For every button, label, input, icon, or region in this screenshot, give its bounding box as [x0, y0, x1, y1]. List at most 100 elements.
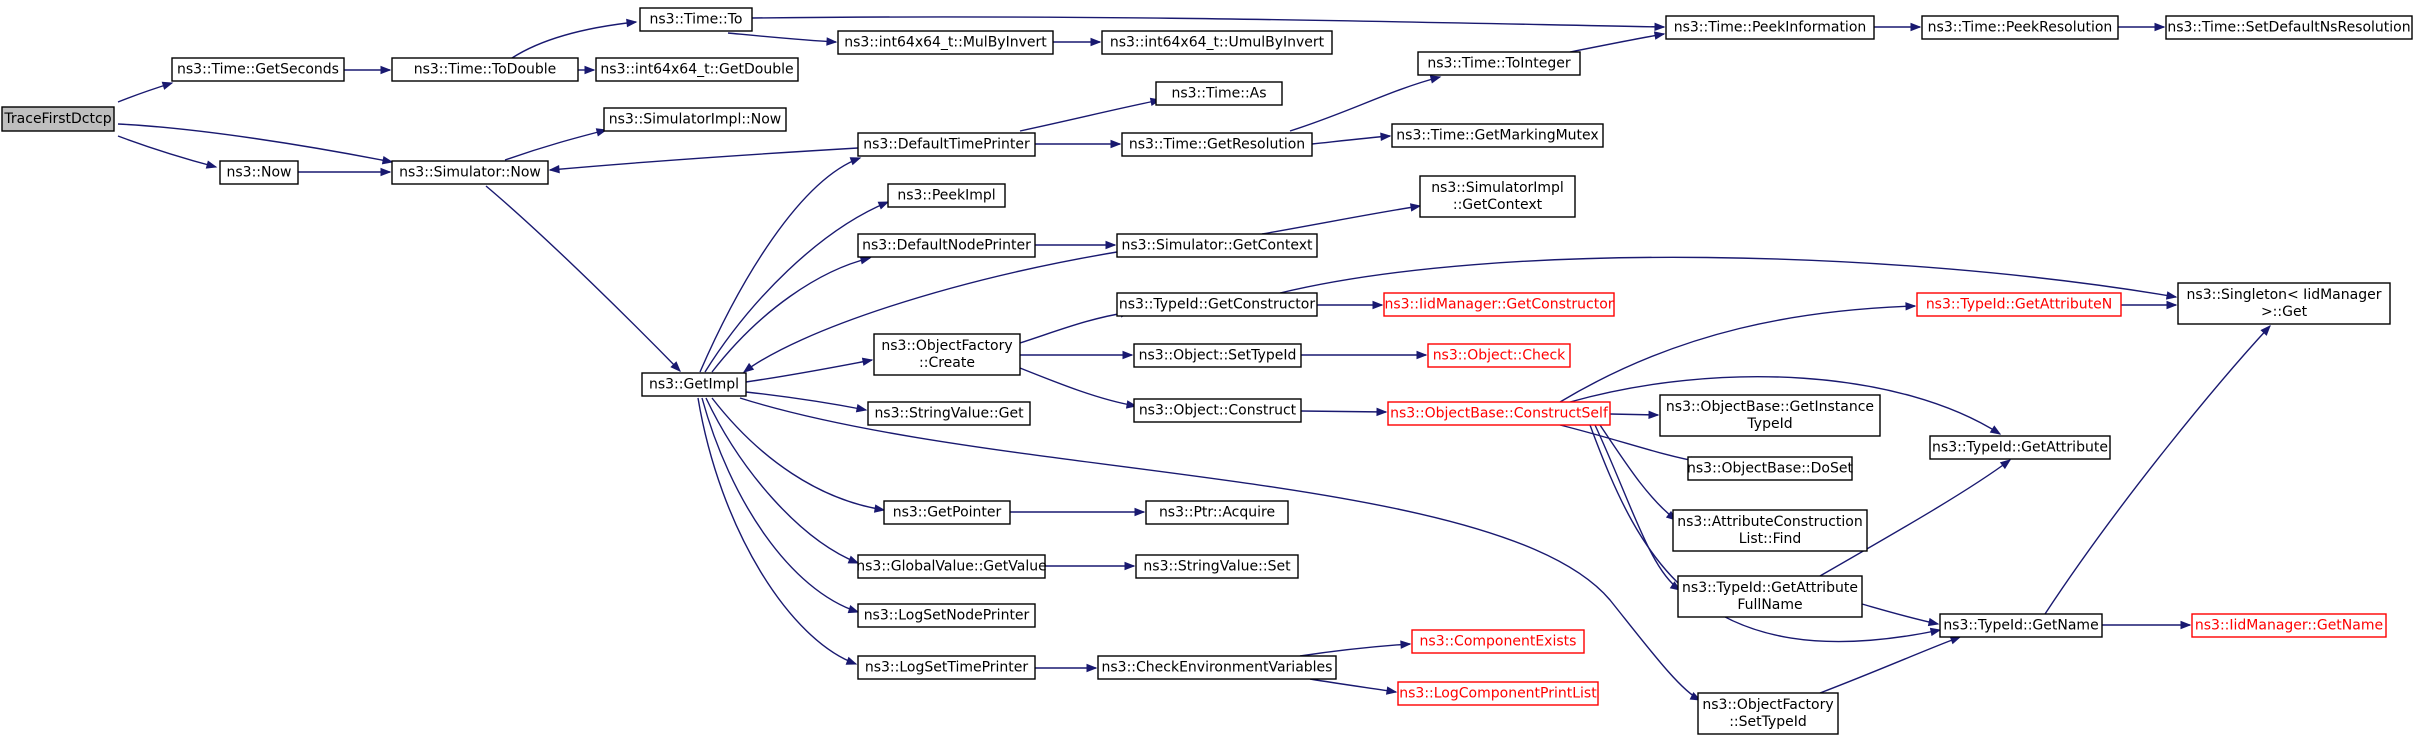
node-box: [873, 333, 1021, 376]
edge-typeidgetconstructor-to-singletonget: [1279, 256, 2178, 300]
node-label: ns3::TypeId::GetAttribute: [1932, 440, 2108, 456]
node-defaulttimeprinter[interactable]: ns3::DefaultTimePrinter: [857, 132, 1036, 157]
edge-getimpl-to-logsettimeprinter: [697, 397, 858, 665]
edge-getresolution-to-getmarkingmutex: [1311, 132, 1392, 145]
edge-getimpl-to-logsetnodeprinter: [701, 397, 860, 614]
node-label: ns3::Time::GetResolution: [1129, 137, 1305, 153]
node-tfd[interactable]: TraceFirstDctcp: [1, 106, 115, 132]
node-typeidgetconstructor[interactable]: ns3::TypeId::GetConstructor: [1116, 292, 1318, 317]
node-simimplgetcontext[interactable]: ns3::SimulatorImpl::GetContext: [1419, 175, 1576, 218]
edge-getpointer-to-ptracquire: [1010, 507, 1146, 517]
edge-line: [1019, 99, 1161, 132]
node-objconstruct[interactable]: ns3::Object::Construct: [1133, 398, 1302, 423]
node-objfactorysettypeid[interactable]: ns3::ObjectFactory::SetTypeId: [1697, 692, 1839, 735]
node-box: [1419, 175, 1576, 218]
node-label: ns3::ObjectBase::GetInstance: [1666, 399, 1874, 415]
edge-line: [1861, 603, 1939, 625]
edges-layer: [117, 16, 2271, 701]
node-box: [867, 401, 1031, 426]
edge-line: [697, 397, 857, 665]
edge-defaulttimeprinter-to-simnow: [548, 147, 859, 174]
node-box: [1116, 233, 1318, 258]
node-getattributen[interactable]: ns3::TypeId::GetAttributeN: [1916, 292, 2122, 317]
arrow-head: [1416, 350, 1428, 360]
node-box: [1101, 30, 1333, 55]
edge-line: [711, 397, 885, 511]
node-int64getdouble[interactable]: ns3::int64x64_t::GetDouble: [595, 57, 799, 82]
node-ptracquire[interactable]: ns3::Ptr::Acquire: [1145, 500, 1289, 525]
node-setdefaultnsres[interactable]: ns3::Time::SetDefaultNsResolution: [2165, 15, 2413, 40]
node-logsettimeprinter[interactable]: ns3::LogSetTimePrinter: [857, 655, 1036, 680]
edge-line: [1311, 135, 1391, 145]
node-checkenv[interactable]: ns3::CheckEnvironmentVariables: [1097, 655, 1337, 680]
node-simnow[interactable]: ns3::Simulator::Now: [391, 160, 549, 185]
node-peekimpl[interactable]: ns3::PeekImpl: [887, 183, 1006, 208]
edge-line: [117, 135, 217, 168]
edge-line: [1261, 205, 1421, 235]
node-iidgetname[interactable]: ns3::IidManager::GetName: [2191, 613, 2387, 638]
node-label: List::Find: [1739, 531, 1802, 547]
node-getmarkingmutex[interactable]: ns3::Time::GetMarkingMutex: [1391, 123, 1604, 148]
node-defaultnodeprinter[interactable]: ns3::DefaultNodePrinter: [857, 233, 1036, 258]
node-timeas[interactable]: ns3::Time::As: [1155, 81, 1283, 106]
node-typeidgetname[interactable]: ns3::TypeId::GetName: [1939, 613, 2103, 638]
node-now[interactable]: ns3::Now: [219, 160, 299, 185]
node-logcomponentprintlist[interactable]: ns3::LogComponentPrintList: [1397, 681, 1599, 706]
node-box: [1135, 554, 1299, 579]
node-label: ns3::int64x64_t::MulByInvert: [844, 35, 1047, 51]
node-getpointer[interactable]: ns3::GetPointer: [883, 500, 1011, 525]
node-objsettypeid[interactable]: ns3::Object::SetTypeId: [1133, 343, 1302, 368]
node-getimpl[interactable]: ns3::GetImpl: [641, 372, 747, 397]
node-getseconds[interactable]: ns3::Time::GetSeconds: [171, 57, 345, 82]
node-timetointeger[interactable]: ns3::Time::ToInteger: [1417, 51, 1581, 76]
node-getattribute[interactable]: ns3::TypeId::GetAttribute: [1929, 435, 2111, 460]
edge-line: [549, 147, 859, 171]
node-timeto[interactable]: ns3::Time::To: [639, 7, 753, 32]
node-box: [1133, 398, 1302, 423]
node-peekresolution[interactable]: ns3::Time::PeekResolution: [1921, 15, 2119, 40]
node-label: FullName: [1737, 597, 1802, 613]
edge-timeto-to-mulbyinvert: [727, 32, 838, 46]
node-label: ns3::TypeId::GetAttribute: [1682, 580, 1858, 596]
node-componentexists[interactable]: ns3::ComponentExists: [1411, 629, 1585, 654]
node-constructself[interactable]: ns3::ObjectBase::ConstructSelf: [1387, 401, 1611, 426]
node-simgetcontext[interactable]: ns3::Simulator::GetContext: [1116, 233, 1318, 258]
edge-constructself-to-getinstancetypeid: [1609, 410, 1660, 420]
arrow-head: [1429, 75, 1442, 84]
node-simimplnow[interactable]: ns3::SimulatorImpl::Now: [603, 107, 787, 132]
node-label: ns3::ObjectFactory: [881, 338, 1012, 354]
edge-getimpl-to-getpointer: [711, 397, 886, 513]
edge-peekinformation-to-peekresolution: [1874, 22, 1922, 32]
node-getresolution[interactable]: ns3::Time::GetResolution: [1121, 132, 1313, 157]
node-box: [1665, 15, 1875, 40]
edge-line: [1559, 305, 1916, 403]
node-umulbyinvert[interactable]: ns3::int64x64_t::UmulByInvert: [1101, 30, 1333, 55]
edge-now-to-simnow: [298, 167, 392, 177]
node-stringvalueset[interactable]: ns3::StringValue::Set: [1135, 554, 1299, 579]
node-stringvalueget[interactable]: ns3::StringValue::Get: [867, 401, 1031, 426]
node-peekinformation[interactable]: ns3::Time::PeekInformation: [1665, 15, 1875, 40]
node-gvgetvalue[interactable]: ns3::GlobalValue::GetValue: [856, 554, 1047, 579]
node-objfactorycreate[interactable]: ns3::ObjectFactory::Create: [873, 333, 1021, 376]
edge-line: [504, 129, 607, 161]
node-box: [1929, 435, 2111, 460]
arrow-head: [1653, 31, 1666, 40]
node-singletonget[interactable]: ns3::Singleton< IidManager >::Get: [2177, 282, 2391, 325]
arrow-head: [1905, 302, 1917, 311]
edge-objfactorycreate-to-typeidgetconstructor: [1019, 309, 1132, 344]
node-iidgetconstructor[interactable]: ns3::IidManager::GetConstructor: [1383, 292, 1615, 317]
edge-typeidgetname-to-singletonget: [2044, 324, 2271, 615]
node-todouble[interactable]: ns3::Time::ToDouble: [391, 57, 579, 82]
node-logsetnodeprinter[interactable]: ns3::LogSetNodePrinter: [857, 603, 1036, 628]
edge-objsettypeid-to-objcheck: [1301, 350, 1428, 360]
node-doset[interactable]: ns3::ObjectBase::DoSet: [1687, 456, 1853, 481]
node-label: ::SetTypeId: [1729, 714, 1807, 730]
arrow-head: [1124, 561, 1136, 571]
node-mulbyinvert[interactable]: ns3::int64x64_t::MulByInvert: [837, 30, 1054, 55]
node-objcheck[interactable]: ns3::Object::Check: [1427, 343, 1571, 368]
arrow-head: [1372, 300, 1384, 310]
